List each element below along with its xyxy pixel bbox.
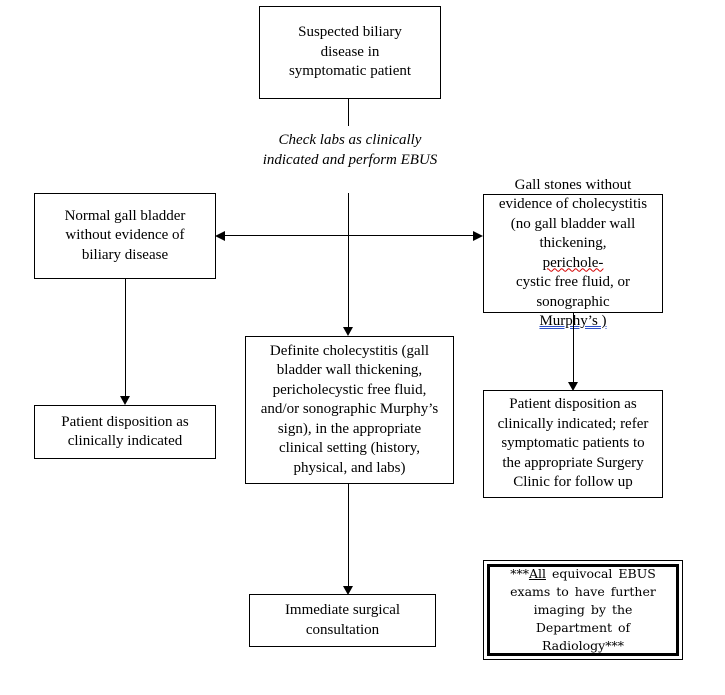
node-line: evidence of cholecystitis bbox=[498, 196, 648, 212]
node-line: consultation bbox=[305, 621, 380, 638]
label-line: Check labs as bbox=[278, 132, 362, 148]
node-suspected-biliary-disease[interactable]: Suspected biliary disease in symptomatic… bbox=[259, 6, 441, 99]
node-line: Immediate surgical bbox=[284, 602, 401, 618]
node-immediate-surgical-consultation[interactable]: Immediate surgical consultation bbox=[249, 594, 436, 647]
node-line-with-spell-error: thickening, perichole- bbox=[499, 234, 647, 273]
node-line: (no gall bladder wall bbox=[510, 215, 636, 232]
node-line: Gall stones without bbox=[514, 176, 632, 193]
node-line: sign), in the appropriate bbox=[277, 420, 422, 437]
node-line: clinically indicated; refer bbox=[497, 415, 649, 432]
connector-horizontal-branch bbox=[222, 235, 476, 236]
node-line: Clinic for follow up bbox=[513, 474, 633, 491]
label-line: clinically indicated bbox=[262, 132, 422, 168]
node-line: without evidence of bbox=[65, 227, 185, 244]
node-line: biliary disease bbox=[81, 246, 169, 263]
node-line: symptomatic patient bbox=[288, 63, 412, 80]
node-line: and/or sonographic Murphy’s bbox=[260, 401, 439, 418]
label-line: and perform EBUS bbox=[322, 151, 438, 168]
arrowhead-left-to-normal-gall-bladder bbox=[215, 231, 225, 241]
arrowhead-down-to-definite bbox=[343, 327, 353, 336]
node-line: clinical setting (history, bbox=[278, 440, 421, 457]
connector-start-to-checklabs bbox=[348, 99, 349, 126]
arrowhead-down-to-disposition-right bbox=[568, 382, 578, 391]
note-line: exams to have further bbox=[510, 583, 656, 599]
arrowhead-down-to-surgical bbox=[343, 586, 353, 595]
spell-check-error-perichole[interactable]: perichole- bbox=[542, 254, 604, 271]
note-box-inner: ***All equivocal EBUS exams to have furt… bbox=[487, 564, 679, 656]
note-box-equivocal-ebus[interactable]: ***All equivocal EBUS exams to have furt… bbox=[483, 560, 683, 660]
arrowhead-down-to-disposition-left bbox=[120, 396, 130, 405]
node-line: pericholecystic free fluid, bbox=[272, 381, 427, 398]
node-line: the appropriate Surgery bbox=[502, 454, 644, 471]
note-line: ***All equivocal EBUS bbox=[510, 566, 656, 581]
connector-definite-to-surgical bbox=[348, 484, 349, 586]
text-fragment: *** bbox=[510, 565, 529, 581]
node-definite-cholecystitis[interactable]: Definite cholecystitis (gall bladder wal… bbox=[245, 336, 454, 484]
node-normal-gall-bladder[interactable]: Normal gall bladder without evidence of … bbox=[34, 193, 216, 279]
node-line: Patient disposition as bbox=[509, 396, 637, 413]
connector-normal-to-disposition-left bbox=[125, 279, 126, 396]
node-patient-disposition-right[interactable]: Patient disposition as clinically indica… bbox=[483, 390, 663, 498]
arrowhead-right-to-gall-stones bbox=[473, 231, 483, 241]
node-gall-stones-without-cholecystitis[interactable]: Gall stones without evidence of cholecys… bbox=[483, 177, 663, 329]
connector-gallstones-to-disposition-right bbox=[573, 313, 574, 382]
text-fragment: sonographic bbox=[536, 293, 610, 310]
node-line: symptomatic patients to bbox=[501, 435, 645, 452]
text-fragment: equivocal EBUS bbox=[545, 565, 656, 581]
node-line: Patient disposition as bbox=[61, 413, 189, 430]
node-line: clinically indicated bbox=[67, 433, 183, 449]
node-line: Suspected biliary bbox=[298, 24, 402, 41]
node-line: bladder wall thickening, bbox=[276, 362, 423, 379]
label-check-labs: Check labs as clinically indicated and p… bbox=[256, 131, 444, 171]
node-line: physical, and labs) bbox=[293, 459, 406, 476]
connector-checklabs-to-definite bbox=[348, 193, 349, 327]
node-line: disease in bbox=[320, 43, 380, 60]
text-fragment: thickening, bbox=[539, 235, 607, 251]
node-line: cystic free fluid, or bbox=[515, 274, 631, 290]
node-line: Definite cholecystitis (gall bbox=[269, 342, 430, 359]
node-patient-disposition-left[interactable]: Patient disposition as clinically indica… bbox=[34, 405, 216, 459]
note-line: of Radiology*** bbox=[541, 620, 631, 654]
note-underlined-all: All bbox=[528, 565, 546, 581]
note-line: imaging by the Department bbox=[533, 601, 633, 636]
node-line: Normal gall bladder bbox=[64, 207, 186, 224]
